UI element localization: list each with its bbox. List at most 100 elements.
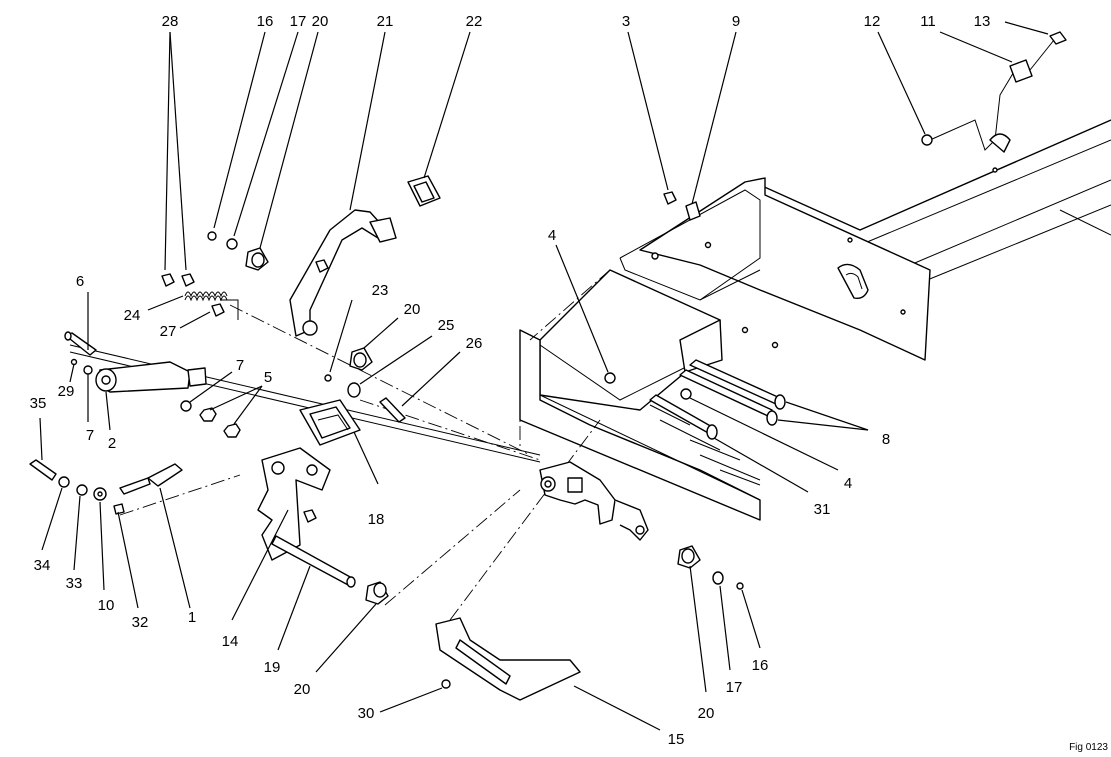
shaft-19-body [271,535,353,587]
bolt-13-shank [1029,39,1055,71]
spring-bracket-line [220,299,239,320]
callout-35: 35 [30,395,47,412]
pivot-bracket [539,461,649,541]
callout-31: 31 [814,501,831,518]
callout-3: 3 [622,13,630,30]
bolt-8a-head [774,394,786,410]
leader-10 [99,501,105,591]
leader-2 [105,391,111,431]
centerline-frame [529,269,611,341]
frame-top-flange [619,189,761,301]
washer-7 [180,400,192,412]
leader-31 [713,437,809,493]
washer-17-right [712,571,724,585]
washer-25 [347,382,361,398]
spring-coils-2 [184,295,228,302]
leader-lines [39,21,1049,731]
bushing-20-right-face [681,548,695,564]
frame-hole [900,309,906,315]
washer-33 [76,484,88,496]
callout-26: 26 [466,335,483,352]
lower-plate-edge [539,394,761,501]
callout-2: 2 [108,435,116,452]
leader-20c [315,603,377,673]
callout-16-lower: 16 [752,657,769,674]
leader-28a [164,31,171,271]
centerline-link [119,474,241,516]
callout-27: 27 [160,323,177,340]
frame-inner-edge [619,257,761,301]
frame-side-edge [539,344,701,401]
pedal-arm-part-21 [289,209,397,337]
leader-25 [359,335,433,385]
callout-17-lower: 17 [726,679,743,696]
bolt-26 [379,397,406,423]
nut-4b [680,388,692,400]
callout-21: 21 [377,13,394,30]
callout-8: 8 [882,431,890,448]
bushing-20-lower-face [373,582,387,598]
rod-end-hole [97,491,103,497]
leader-21 [349,31,386,211]
clip-29 [70,358,78,366]
frame-rail-inner [859,139,1111,246]
callout-20-lower: 20 [294,681,311,698]
pivot-shaft [69,269,611,621]
leader-20d [689,565,707,693]
callout-10: 10 [98,597,115,614]
bracket-11 [1009,59,1033,83]
frame-rail-lower [909,179,1111,266]
leader-8b [777,419,869,431]
leader-11 [939,31,1013,63]
nut-3 [663,191,677,205]
leader-13 [1004,21,1049,35]
leader-22 [423,31,471,179]
clip-23 [324,374,332,382]
bushing-20-upper-face [251,252,265,268]
callout-32: 32 [132,614,149,631]
leader-5b [233,385,263,425]
leader-7b [189,371,233,403]
frame-slot-inner [845,272,863,290]
pad-part-22 [407,175,441,207]
callout-16: 16 [257,13,274,30]
clip-16-right [736,582,744,590]
frame-hole [992,167,998,173]
leader-34 [41,487,63,551]
control-arm-body [257,447,331,561]
pedal-15-body [435,617,581,701]
hardware-11-12-13 [921,31,1067,153]
centerline-lower [384,489,521,606]
callout-4-upper: 4 [548,227,556,244]
callout-13: 13 [974,13,991,30]
link-rod-shaft [119,477,151,495]
leader-17 [233,31,299,237]
frame-shading [649,404,761,486]
pedal-pad-inner [309,406,351,439]
shaft-line-top [69,344,541,456]
leader-12 [877,31,926,135]
leader-8a [785,401,869,431]
frame-hole [771,341,779,349]
leader-17b [719,585,731,671]
callout-15: 15 [668,731,685,748]
leader-4a [555,244,609,373]
link-rod-part-1 [29,459,241,516]
callouts: 28 16 17 20 21 22 3 9 12 11 13 4 6 23 20… [30,13,991,748]
leader-18 [353,431,379,485]
spring-coils [184,291,228,298]
nut-14 [303,509,317,523]
leader-16 [213,31,266,229]
leader-35 [39,417,43,461]
leader-29 [69,363,75,383]
bolt-35 [29,459,57,481]
callout-29: 29 [58,383,75,400]
frame-slot-cutout [837,263,869,300]
leader-19 [277,565,311,651]
rod-part-6 [64,331,97,356]
shaft-part-19 [271,535,389,605]
callout-4-lower: 4 [844,475,852,492]
shaft-19-end [346,576,356,588]
